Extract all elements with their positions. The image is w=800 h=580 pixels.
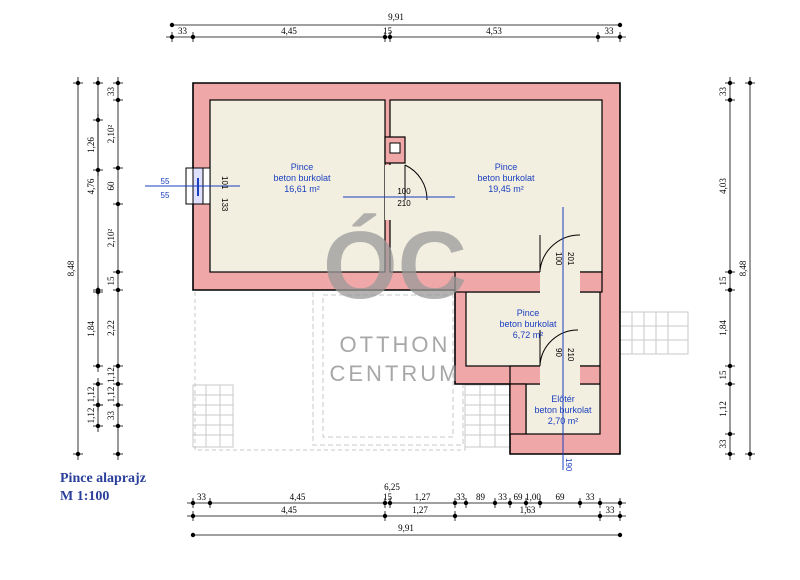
chimney — [384, 136, 406, 164]
window-left-label-bottom: 55 — [161, 191, 170, 200]
left-inner-segments-label: 33 — [106, 87, 116, 97]
left-inner-segments-label: 15 — [106, 276, 116, 286]
top-total-label: 9,91 — [388, 12, 404, 22]
room-1-finish: beton burkolat — [273, 173, 331, 183]
door-upper-width: 100 — [554, 252, 563, 266]
watermark-logo: ÓC OTTHON CENTRUM — [323, 212, 467, 386]
left-inner-segments-label: 2,22 — [106, 320, 116, 336]
bottom-row1-label: 1,00 — [525, 492, 541, 502]
bottom-row1-label: 89 — [476, 492, 486, 502]
dimension-tick — [617, 22, 623, 28]
right-total-label: 8,48 — [738, 260, 748, 276]
room-3-name: Pince — [517, 308, 540, 318]
title-block: Pince alaprajz M 1:100 — [60, 470, 146, 506]
left-window — [145, 167, 240, 205]
watermark-line1: OTTHON — [340, 332, 451, 357]
door-lower-height: 210 — [566, 348, 575, 362]
right-segments-label: 1,84 — [718, 320, 728, 336]
left-inner-segments-label: 1,12 — [106, 367, 116, 383]
dimension-tick — [169, 22, 175, 28]
top-segments-label: 33 — [605, 26, 615, 36]
left-mid-seg-b-label: 1,84 — [86, 321, 96, 337]
watermark-logo-text: ÓC — [323, 212, 467, 319]
dimension-tick — [190, 532, 196, 538]
room-2-area: 19,45 m² — [488, 184, 524, 194]
room-4-area: 2,70 m² — [548, 416, 579, 426]
top-segments-label: 15 — [383, 26, 393, 36]
bottom-total-label: 9,91 — [398, 523, 414, 533]
dimension-lines: 9,91 33 4,45 15 4,53 33 8,48 4,76 33 2,10² 60 2,10²… — [66, 12, 755, 538]
room-3-area: 6,72 m² — [513, 330, 544, 340]
plan-title: Pince alaprajz — [60, 471, 146, 486]
bottom-row2-label: 4,45 — [281, 505, 297, 515]
right-segments-label: 15 — [718, 276, 728, 286]
right-segments-label: 33 — [718, 87, 728, 97]
left-outer-total-label: 8,48 — [66, 260, 76, 276]
left-inner-segments-label: 2,10² — [106, 124, 116, 143]
room-pince-3 — [465, 291, 601, 367]
room-4-name: Előtér — [551, 394, 575, 404]
exterior-stairs-right — [619, 311, 689, 355]
right-segments-label: 1,12 — [718, 401, 728, 417]
dimension-tick — [617, 532, 623, 538]
door-center-height: 210 — [397, 199, 411, 208]
bottom-row2-label: 1,27 — [412, 505, 428, 515]
top-segments-label: 4,53 — [486, 26, 502, 36]
door-lower-width: 90 — [554, 348, 563, 357]
doors — [385, 164, 581, 386]
door-upper-height: 201 — [566, 252, 575, 266]
window-left-width: 101 — [220, 176, 229, 190]
left-inner-segments-label: 2,10² — [106, 228, 116, 247]
central-inner-outline — [322, 294, 454, 438]
right-segments-label: 4,03 — [718, 178, 728, 194]
left-inner-segments-label: 33 — [106, 411, 116, 421]
right-segments-label: 33 — [718, 439, 728, 449]
room-1-area: 16,61 m² — [284, 184, 320, 194]
left-inner-segments-label: 60 — [106, 181, 116, 191]
bottom-row2-label: 1,63 — [520, 505, 536, 515]
left-mid-seg-d-label: 1,12 — [86, 408, 96, 424]
left-inner-segments-label: 1,12 — [106, 387, 116, 403]
opening-labels: 55 55 101 133 100 210 100 201 90 210 190 — [161, 176, 575, 472]
room-2-name: Pince — [495, 162, 518, 172]
bottom-row2-label: 33 — [606, 505, 616, 515]
bottom-row1-total: 6,25 — [384, 482, 400, 492]
bottom-row1-label: 69 — [514, 492, 524, 502]
section-lines — [343, 196, 564, 470]
room-1-name: Pince — [291, 162, 314, 172]
room-pince-2 — [389, 99, 603, 273]
room-3-finish: beton burkolat — [499, 319, 557, 329]
bottom-row1-label: 69 — [556, 492, 566, 502]
room-2-finish: beton burkolat — [477, 173, 535, 183]
right-segments-label: 15 — [718, 370, 728, 380]
bottom-row1-label: 33 — [586, 492, 596, 502]
watermark-line2: CENTRUM — [330, 361, 461, 386]
exterior-stairs-middle — [464, 384, 511, 448]
bottom-row1-label: 33 — [456, 492, 466, 502]
door-center-width: 100 — [397, 187, 411, 196]
bottom-row1-label: 4,45 — [290, 492, 306, 502]
room-4-finish: beton burkolat — [534, 405, 592, 415]
bottom-row1-label: 33 — [197, 492, 207, 502]
left-mid-total-label: 4,76 — [86, 178, 96, 194]
bottom-row1-label: 33 — [498, 492, 508, 502]
window-left-height: 133 — [220, 198, 229, 212]
exterior-stairs-left — [192, 384, 234, 448]
window-left-label-top: 55 — [161, 177, 170, 186]
room-labels: Pince beton burkolat 16,61 m² Pince beto… — [273, 162, 592, 426]
top-segments-label: 33 — [178, 26, 188, 36]
plan-scale: M 1:100 — [60, 489, 110, 504]
left-mid-seg-a-label: 1,26 — [86, 137, 96, 153]
left-mid-seg-c-label: 1,12 — [86, 387, 96, 403]
top-segments-label: 4,45 — [281, 26, 297, 36]
bottom-row1-label: 1,27 — [415, 492, 431, 502]
bottom-row1-label: 15 — [383, 492, 393, 502]
door-entry-height: 190 — [564, 458, 573, 472]
